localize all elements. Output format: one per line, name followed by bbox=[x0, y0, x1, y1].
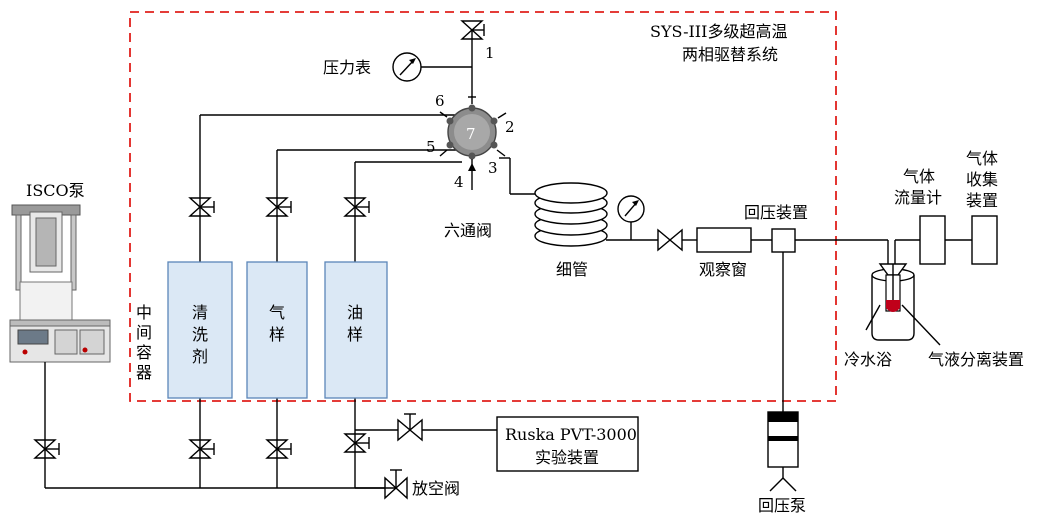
gas-collector-label-line3: 装置 bbox=[966, 191, 998, 210]
gas-flowmeter-box bbox=[919, 215, 946, 265]
vent-valve-label: 放空阀 bbox=[412, 479, 460, 498]
valve-oil-bottom-icon bbox=[343, 433, 370, 453]
intermediate-container-char-4: 器 bbox=[136, 363, 152, 382]
pressure-gauge-2-icon bbox=[617, 195, 645, 223]
six-way-valve-label: 六通阀 bbox=[444, 221, 492, 240]
pvt-apparatus-box bbox=[496, 416, 639, 472]
container-gas bbox=[246, 261, 308, 399]
valve-cleaner-top-icon bbox=[188, 197, 215, 217]
back-pressure-pump-icon bbox=[767, 411, 799, 492]
system-title-line2: 两相驱替系统 bbox=[682, 45, 778, 64]
valve-oil-top-icon bbox=[343, 197, 370, 217]
container-oil bbox=[324, 261, 388, 399]
port-4-label: 4 bbox=[454, 173, 464, 191]
system-title-line1: SYS-III多级超高温 bbox=[650, 22, 787, 41]
gas-flowmeter-label-line2: 流量计 bbox=[894, 188, 942, 207]
gas-collector-label-line2: 收集 bbox=[966, 170, 998, 189]
port-1-label: 1 bbox=[485, 44, 495, 62]
gas-collector-box bbox=[971, 215, 998, 265]
sight-window-box bbox=[696, 227, 752, 253]
container-oil-char-2: 样 bbox=[347, 325, 363, 344]
pvt-label-line2: 实验装置 bbox=[535, 448, 599, 467]
valve-gas-top-icon bbox=[265, 197, 292, 217]
back-pressure-device-box bbox=[771, 228, 796, 253]
isco-pump-label: ISCO泵 bbox=[26, 181, 85, 200]
gas-liquid-separator-icon bbox=[878, 263, 908, 312]
coil-label: 细管 bbox=[556, 260, 588, 279]
back-pressure-device-label: 回压装置 bbox=[744, 203, 808, 222]
intermediate-container-char-1: 中 bbox=[136, 303, 152, 322]
six-way-valve-icon bbox=[439, 96, 507, 166]
port-6-label: 6 bbox=[435, 92, 445, 110]
container-gas-char-1: 气 bbox=[269, 303, 285, 322]
valve-1-icon bbox=[460, 20, 485, 40]
container-cleaner-char-3: 剂 bbox=[192, 347, 208, 366]
valve-isco-icon bbox=[33, 439, 60, 459]
container-cleaner-char-1: 清 bbox=[192, 303, 208, 322]
valve-pvt-icon bbox=[397, 413, 423, 442]
gas-collector-label-line1: 气体 bbox=[966, 149, 998, 168]
gas-flowmeter-label-line1: 气体 bbox=[903, 167, 935, 186]
pressure-gauge-icon bbox=[392, 52, 422, 82]
port-2-label: 2 bbox=[505, 118, 515, 136]
cold-bath-label: 冷水浴 bbox=[844, 350, 892, 369]
separator-label: 气液分离装置 bbox=[928, 350, 1024, 369]
system-boundary bbox=[129, 11, 837, 402]
port-3-label: 3 bbox=[488, 159, 498, 177]
coil-tube-icon bbox=[534, 182, 608, 247]
sight-window-label: 观察窗 bbox=[699, 260, 747, 279]
isco-pump bbox=[9, 204, 111, 363]
port-5-label: 5 bbox=[426, 138, 436, 156]
container-gas-char-2: 样 bbox=[269, 325, 285, 344]
container-cleaner bbox=[167, 261, 233, 399]
valve-cleaner-bottom-icon bbox=[188, 439, 215, 459]
valve-outlet-icon bbox=[657, 228, 683, 252]
pressure-gauge-label: 压力表 bbox=[323, 58, 371, 77]
port-7-label: 7 bbox=[466, 125, 476, 143]
pvt-label-line1: Ruska PVT-3000 bbox=[505, 425, 637, 444]
intermediate-container-char-3: 容 bbox=[136, 343, 152, 362]
valve-gas-bottom-icon bbox=[265, 439, 292, 459]
back-pressure-pump-label: 回压泵 bbox=[758, 496, 806, 515]
intermediate-container-char-2: 间 bbox=[136, 323, 152, 342]
container-cleaner-char-2: 洗 bbox=[192, 325, 208, 344]
vent-valve-icon bbox=[384, 469, 408, 500]
container-oil-char-1: 油 bbox=[347, 303, 363, 322]
